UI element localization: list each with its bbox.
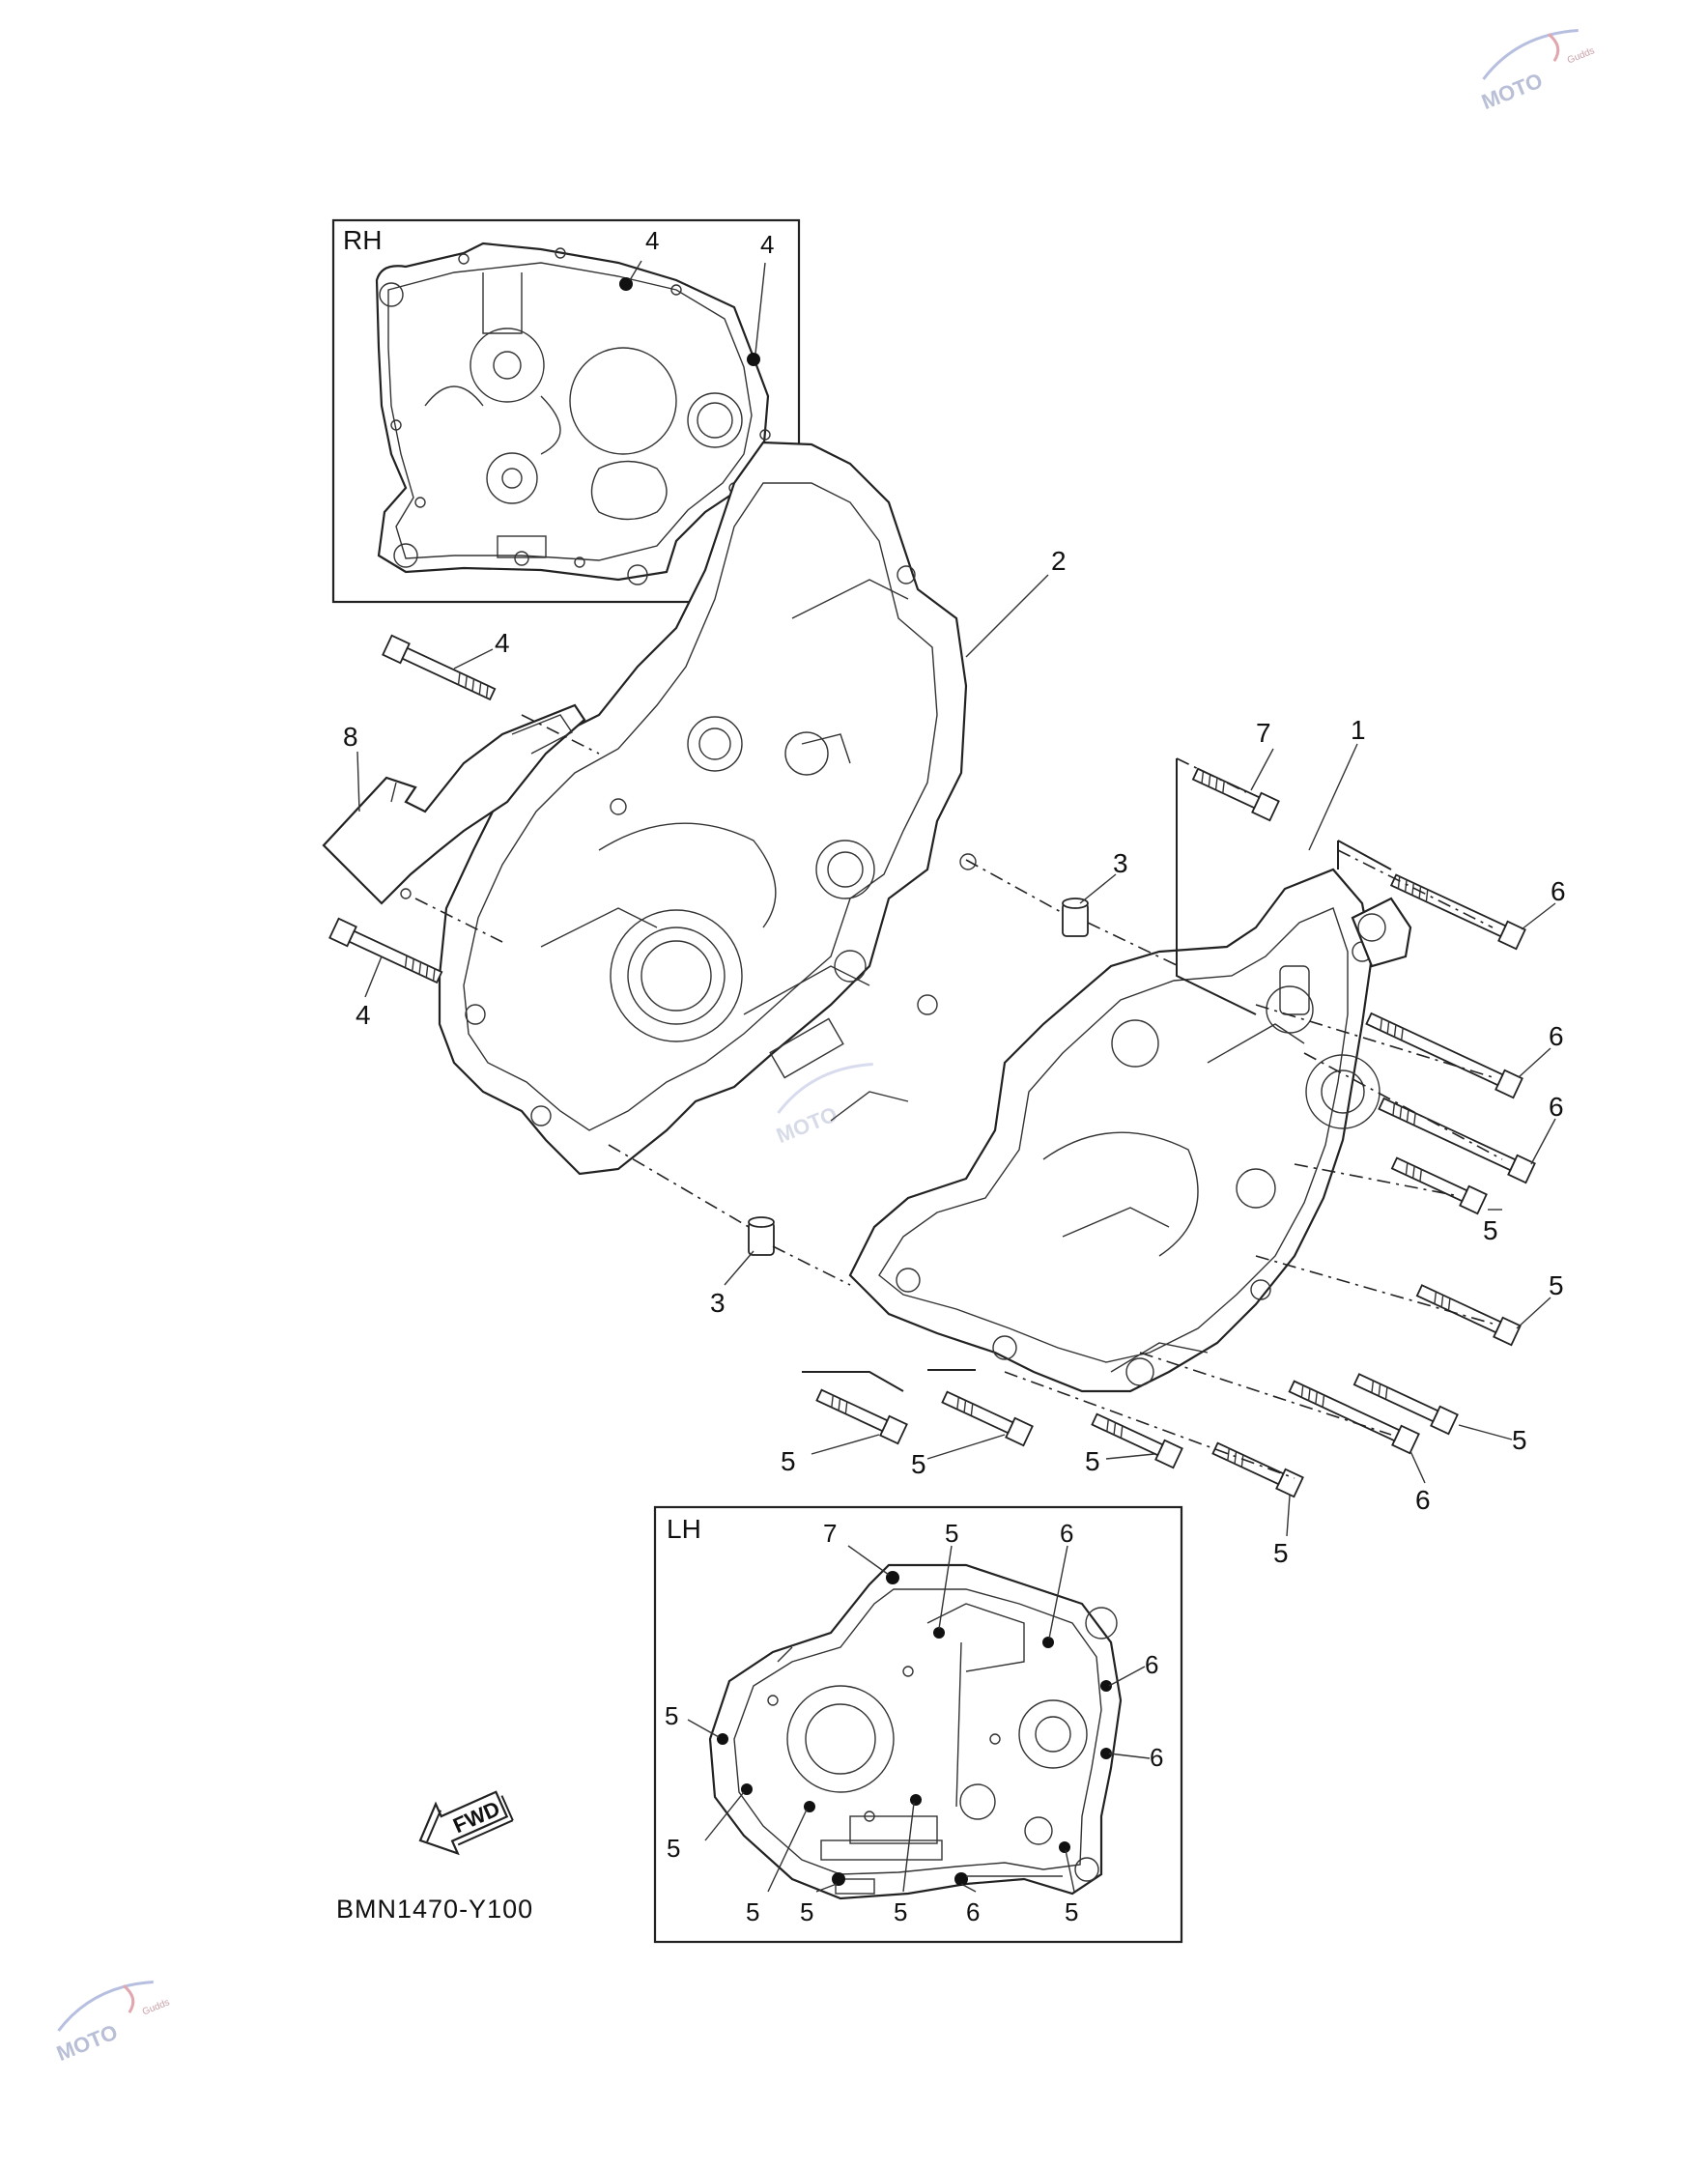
bolt-5 <box>1352 1373 1459 1436</box>
bracket-plate <box>322 703 586 905</box>
callout-5: 5 <box>667 1834 680 1863</box>
bolt-7 <box>1191 767 1280 822</box>
callout-6: 6 <box>1060 1519 1073 1548</box>
callout-5: 5 <box>1085 1446 1100 1476</box>
svg-text:Gudds: Gudds <box>141 1997 171 2017</box>
callout-6: 6 <box>1415 1485 1431 1515</box>
bolt-6 <box>1288 1380 1420 1455</box>
svg-text:Gudds: Gudds <box>1566 45 1596 66</box>
callout-4: 4 <box>495 628 510 658</box>
crankcase-left-half <box>848 868 1412 1393</box>
callout-4: 4 <box>356 1000 371 1030</box>
callout-2: 2 <box>1051 546 1067 576</box>
callout-1: 1 <box>1351 715 1366 745</box>
callout-6: 6 <box>1551 876 1566 906</box>
callout-5: 5 <box>911 1449 926 1479</box>
dowel-pin <box>1062 898 1089 937</box>
rh-crankcase-face <box>375 242 771 585</box>
lh-inset-label: LH <box>667 1514 701 1544</box>
rh-inset-label: RH <box>343 225 382 255</box>
callout-4: 4 <box>760 230 774 259</box>
callout-5: 5 <box>945 1519 958 1548</box>
callout-5: 5 <box>781 1446 796 1476</box>
callout-7: 7 <box>823 1519 837 1548</box>
main-leaders: 2 1 4 8 4 7 3 3 6 6 6 5 5 5 5 5 5 6 5 <box>343 546 1566 1568</box>
bolt-6 <box>1365 1012 1523 1099</box>
callout-5: 5 <box>1549 1270 1564 1300</box>
callout-5: 5 <box>665 1701 678 1730</box>
callout-6: 6 <box>1549 1021 1564 1051</box>
callout-8: 8 <box>343 722 358 752</box>
callout-6: 6 <box>966 1897 980 1926</box>
fwd-arrow-icon: FWD <box>418 1790 514 1856</box>
bolt-5 <box>1415 1284 1522 1347</box>
callout-6: 6 <box>1145 1650 1158 1679</box>
callout-5: 5 <box>1065 1897 1078 1926</box>
callout-6: 6 <box>1150 1743 1163 1772</box>
bolt-5 <box>941 1390 1034 1447</box>
callout-5: 5 <box>1273 1538 1289 1568</box>
bolt-4-bottom <box>328 917 443 984</box>
moto-logo-icon: MOTO <box>773 1063 873 1148</box>
callout-7: 7 <box>1256 718 1271 748</box>
callout-5: 5 <box>746 1897 759 1926</box>
bolt-6 <box>1378 1097 1536 1184</box>
callout-6: 6 <box>1549 1092 1564 1122</box>
moto-logo-icon: MOTO Gudds <box>1478 29 1596 114</box>
callout-3: 3 <box>1113 848 1128 878</box>
bolt-5 <box>1390 1156 1488 1215</box>
bolt-4-top <box>382 634 497 701</box>
callout-5: 5 <box>894 1897 907 1926</box>
callout-5: 5 <box>1512 1425 1527 1455</box>
callout-3: 3 <box>710 1288 726 1318</box>
callout-4: 4 <box>645 226 659 255</box>
moto-logo-icon: MOTO Gudds <box>53 1981 171 2066</box>
bolt-5 <box>815 1388 908 1445</box>
dowel-pin <box>748 1216 775 1256</box>
callout-5: 5 <box>1483 1215 1498 1245</box>
callout-5: 5 <box>800 1897 813 1926</box>
assembly-centerlines <box>414 714 1503 1479</box>
diagram-code: BMN1470-Y100 <box>336 1895 533 1924</box>
lh-inset: LH <box>653 1505 1183 1944</box>
lh-crankcase-face <box>708 1563 1123 1900</box>
lh-leaders <box>687 1545 1151 1893</box>
bolt-5 <box>1211 1441 1304 1498</box>
bolt-5 <box>1091 1412 1183 1469</box>
crankcase-right-half <box>438 441 977 1176</box>
